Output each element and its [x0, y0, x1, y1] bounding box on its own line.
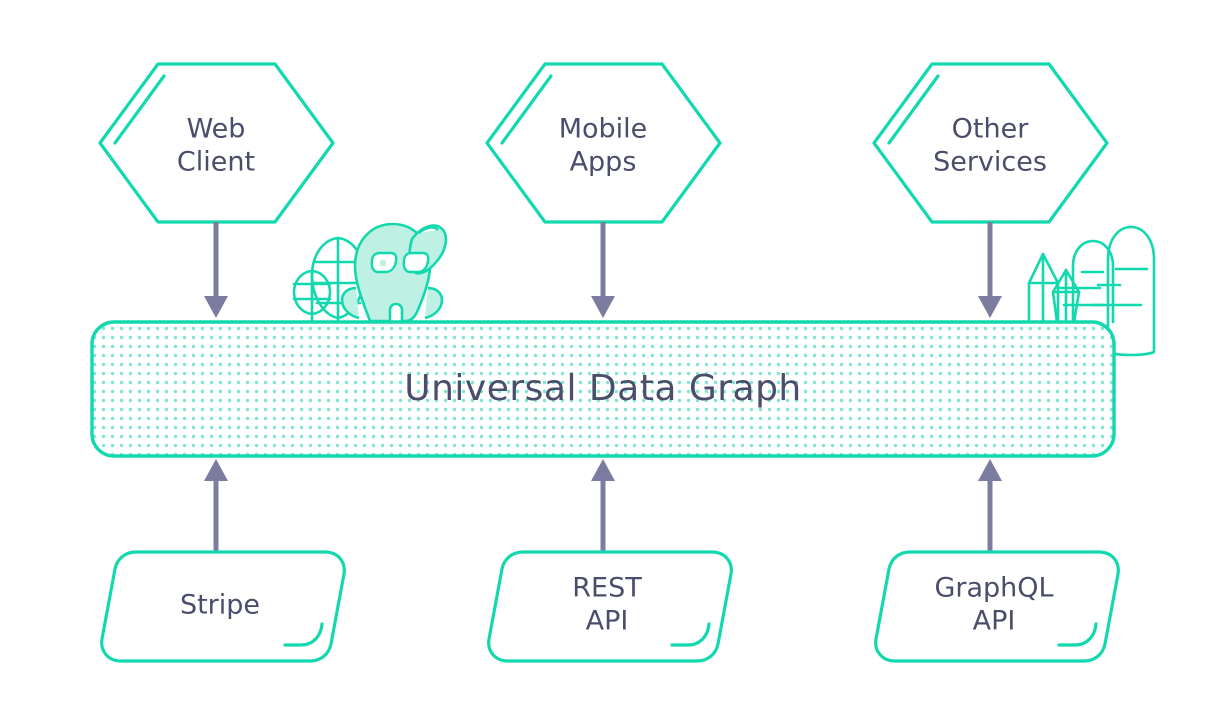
client-node-mobile-apps[interactable]: Mobile Apps [485, 62, 722, 224]
band-label: Universal Data Graph [404, 368, 802, 409]
source-node-rest-api[interactable]: REST API [487, 550, 733, 663]
node-label-line1: Other [952, 114, 1030, 145]
arrow-mobile-apps-to-band [591, 222, 615, 318]
arrow-other-services-to-band [978, 222, 1002, 318]
node-label-line1: REST [572, 573, 642, 604]
band-rect [90, 320, 1116, 458]
node-label-line1: GraphQL [934, 573, 1053, 604]
crystals-right [1027, 252, 1081, 324]
node-label-line1: Web [187, 114, 246, 145]
mascot-creature [340, 222, 448, 323]
node-label-line1: Stripe [180, 590, 260, 621]
node-label-line2: API [586, 606, 629, 637]
arrow-graphql-api-to-band [978, 459, 1002, 551]
client-node-web-client[interactable]: Web Client [98, 62, 335, 224]
source-node-graphql-api[interactable]: GraphQL API [874, 550, 1120, 663]
node-label-line2: API [973, 606, 1016, 637]
node-label-line2: Apps [570, 147, 637, 178]
node-label-line2: Client [177, 147, 255, 178]
node-label-line1: Mobile [559, 114, 648, 145]
cactus-right [1056, 225, 1156, 357]
client-node-other-services[interactable]: Other Services [872, 62, 1109, 224]
arrow-stripe-to-band [204, 459, 228, 551]
arrow-web-client-to-band [204, 222, 228, 318]
universal-data-graph-band[interactable]: Universal Data Graph [90, 320, 1116, 458]
arrow-rest-api-to-band [591, 459, 615, 551]
node-label-line2: Services [933, 147, 1047, 178]
source-node-stripe[interactable]: Stripe [100, 550, 346, 663]
